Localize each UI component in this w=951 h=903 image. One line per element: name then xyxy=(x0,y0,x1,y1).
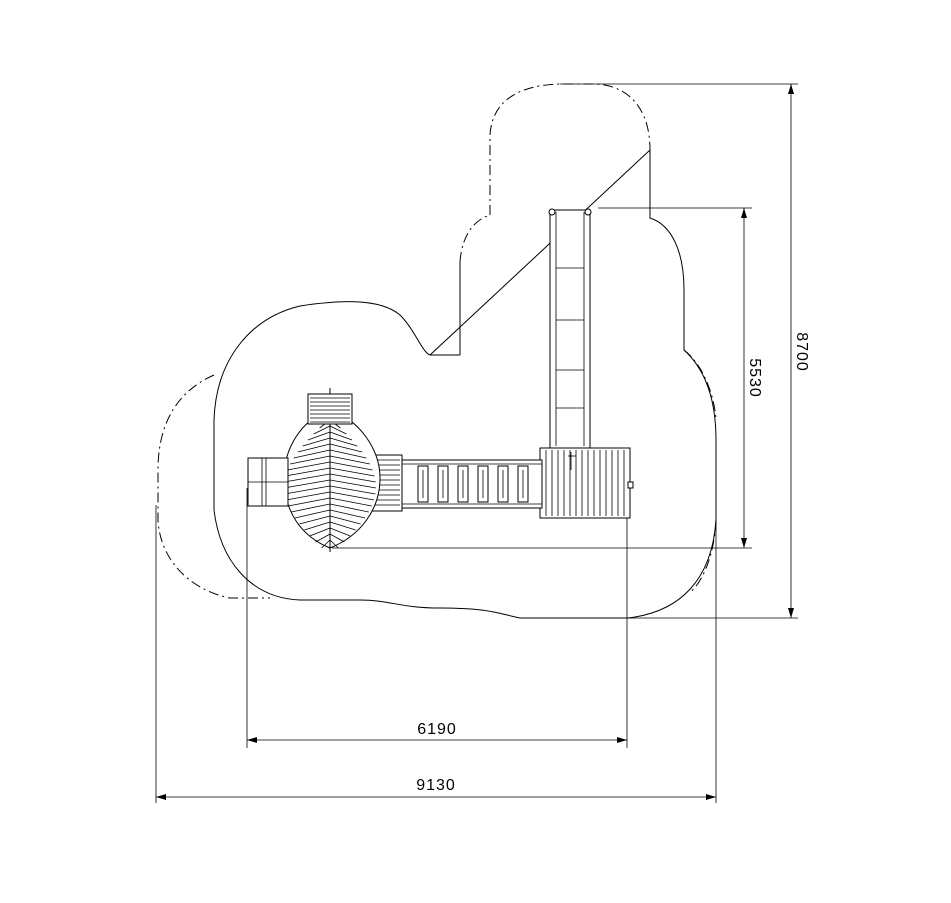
drawing-line xyxy=(329,491,375,501)
play-equipment xyxy=(247,208,634,552)
drawing-line xyxy=(321,539,331,549)
drawing-line xyxy=(329,449,367,459)
stairs xyxy=(307,393,353,425)
slide xyxy=(247,457,289,507)
drawing-line xyxy=(313,425,331,435)
drawing-line xyxy=(329,437,358,447)
drawing-line xyxy=(329,503,369,513)
drawing-line xyxy=(283,479,331,489)
ladder xyxy=(548,208,592,449)
drawing-line xyxy=(329,443,363,453)
drawing-line xyxy=(285,491,331,501)
drawing-line xyxy=(329,497,372,507)
drawing-line xyxy=(329,455,370,465)
drawing-line xyxy=(294,509,331,519)
drawing-line xyxy=(329,473,376,483)
drawing-line xyxy=(287,461,331,471)
drawing-line xyxy=(293,449,331,459)
dimension-height-outer: 8700 xyxy=(793,332,810,372)
drawing-line xyxy=(329,467,375,477)
drawing-line xyxy=(285,467,331,477)
drawing-line xyxy=(329,461,373,471)
drawing-line xyxy=(329,515,361,525)
drawing-line xyxy=(329,431,353,441)
drawing-line xyxy=(290,455,331,465)
drawing-line xyxy=(284,485,331,495)
drawing-line xyxy=(329,479,377,489)
drawing-line xyxy=(329,485,376,495)
drawing-line xyxy=(291,503,331,513)
drawing-line xyxy=(304,521,331,531)
dimension-width-outer: 9130 xyxy=(416,777,456,794)
drawing-line xyxy=(329,425,347,435)
drawing-line xyxy=(284,473,331,483)
drawing-line xyxy=(299,515,331,525)
drawing-line xyxy=(288,497,331,507)
drawing-line xyxy=(329,521,356,531)
dimension-width-inner: 6190 xyxy=(417,721,457,738)
drawing-line xyxy=(302,437,331,447)
dimension-lines xyxy=(155,83,798,803)
leaf-roof xyxy=(283,388,381,552)
drawing-line xyxy=(329,509,366,519)
safety-zone-outline xyxy=(157,83,717,619)
dimension-height-inner: 5530 xyxy=(746,358,763,398)
drawing-line xyxy=(309,527,331,537)
tower-platform-right xyxy=(539,447,634,519)
drawing-line xyxy=(329,539,339,549)
rope-bridge xyxy=(399,459,543,509)
drawing-line xyxy=(329,533,345,543)
drawing-line xyxy=(329,527,351,537)
drawing-line xyxy=(315,533,331,543)
drawing-line xyxy=(307,431,331,441)
drawing-line xyxy=(297,443,331,453)
